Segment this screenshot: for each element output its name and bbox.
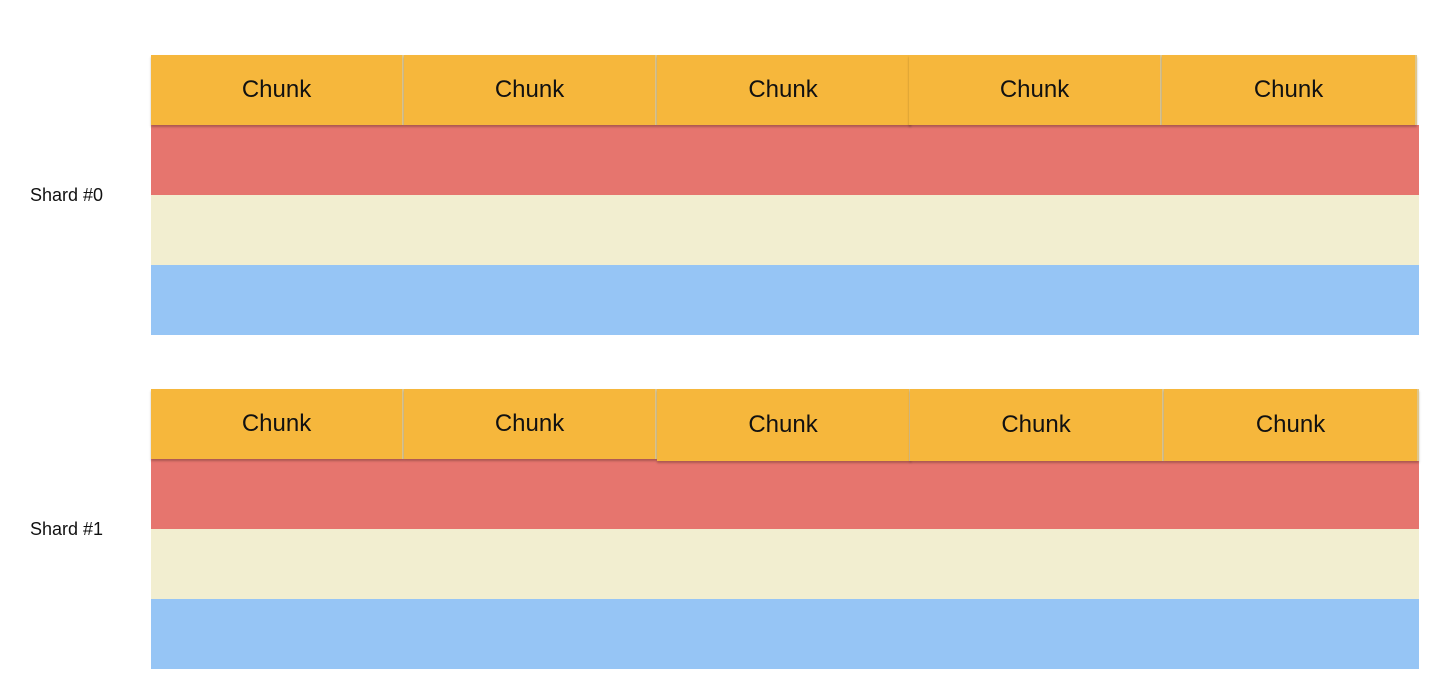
band-blue (151, 599, 1419, 669)
chunk: Chunk (404, 389, 657, 459)
band-red (151, 459, 1419, 529)
shard-block: Chunk Chunk Chunk Chunk Chunk (151, 389, 1419, 669)
chunk: Chunk (910, 389, 1164, 461)
band-cream (151, 529, 1419, 599)
band-blue (151, 265, 1419, 335)
chunk-row: Chunk Chunk Chunk Chunk Chunk (151, 389, 1419, 461)
shard-block: Chunk Chunk Chunk Chunk Chunk (151, 55, 1419, 335)
chunk-row: Chunk Chunk Chunk Chunk Chunk (151, 55, 1419, 125)
shard-label: Shard #0 (30, 185, 104, 205)
chunk: Chunk (657, 55, 911, 125)
chunk: Chunk (151, 55, 404, 125)
chunk: Chunk (909, 55, 1162, 125)
chunk: Chunk (657, 389, 911, 461)
chunk: Chunk (151, 389, 404, 459)
band-cream (151, 195, 1419, 265)
chunk: Chunk (1164, 389, 1419, 461)
chunk: Chunk (404, 55, 657, 125)
shard-label: Shard #1 (30, 519, 104, 539)
band-red (151, 125, 1419, 195)
chunk: Chunk (1162, 55, 1417, 125)
